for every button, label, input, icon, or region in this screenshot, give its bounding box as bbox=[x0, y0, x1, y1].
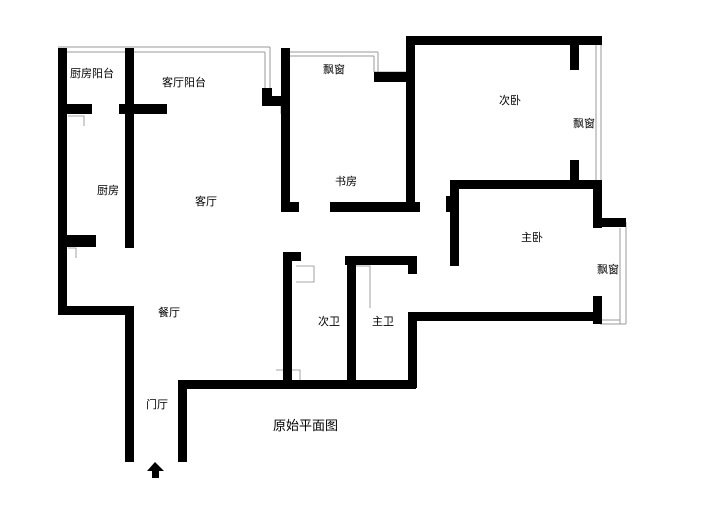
room-label-bay-window-second: 飘窗 bbox=[573, 116, 595, 130]
room-label-bay-window-study: 飘窗 bbox=[323, 62, 345, 76]
entrance-arrow-icon bbox=[147, 462, 164, 478]
room-label-kitchen-balcony: 厨房阳台 bbox=[70, 66, 114, 80]
window-lines bbox=[58, 40, 627, 380]
room-label-foyer: 门厅 bbox=[146, 397, 168, 411]
room-label-living-room: 客厅 bbox=[195, 194, 217, 208]
room-label-study: 书房 bbox=[335, 175, 357, 188]
room-label-living-balcony: 客厅阳台 bbox=[162, 75, 206, 89]
room-labels: 厨房阳台 客厅阳台 厨房 客厅 餐厅 门厅 飘窗 书房 次卧 飘窗 主卧 飘窗 … bbox=[70, 62, 619, 411]
room-label-second-bedroom: 次卧 bbox=[499, 93, 521, 107]
walls bbox=[58, 36, 626, 462]
room-label-master-bath: 主卫 bbox=[372, 315, 394, 328]
room-label-dining-room: 餐厅 bbox=[158, 305, 180, 319]
room-label-bay-window-master: 飘窗 bbox=[597, 262, 619, 276]
room-label-master-bedroom: 主卧 bbox=[521, 231, 543, 244]
room-label-kitchen: 厨房 bbox=[97, 184, 119, 197]
drawing-title: 原始平面图 bbox=[273, 419, 338, 434]
room-label-second-bath: 次卫 bbox=[318, 314, 340, 328]
